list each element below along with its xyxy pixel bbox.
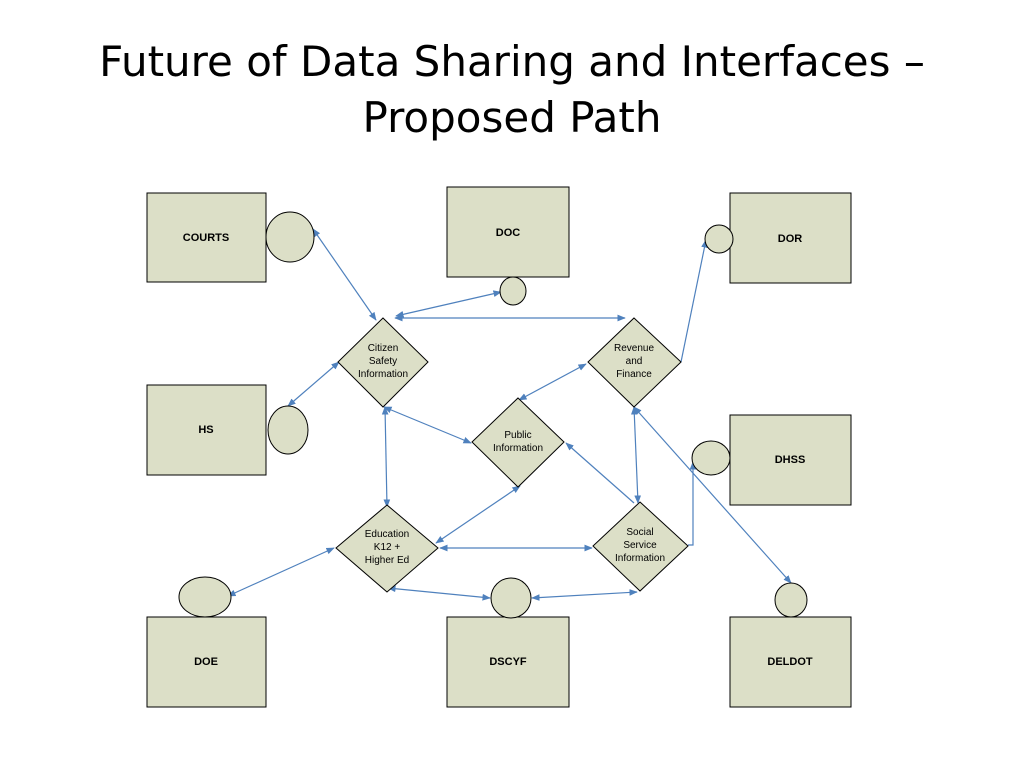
hub-education: Education K12 + Higher Ed <box>335 504 439 593</box>
agency-label-dscyf: DSCYF <box>489 656 527 668</box>
agency-dhss: DHSS <box>691 414 852 506</box>
agency-dscyf: DSCYF <box>446 577 570 708</box>
title-line-1: Future of Data Sharing and Interfaces – <box>99 37 925 86</box>
link-education-dscyf <box>387 585 491 601</box>
link-social-dscyf <box>531 589 638 601</box>
agency-label-deldot: DELDOT <box>767 656 813 668</box>
agency-doe: DOE <box>146 576 267 708</box>
connector-dscyf <box>490 577 532 619</box>
agency-doc: DOC <box>446 186 570 306</box>
connector-hs <box>267 405 309 455</box>
hub-education-line-3: Higher Ed <box>365 555 409 566</box>
link-revenue-deldot <box>633 406 792 584</box>
hub-revenue-finance: Revenue and Finance <box>587 317 682 408</box>
connection-links <box>227 228 792 601</box>
agency-deldot: DELDOT <box>729 582 852 708</box>
link-education-doe <box>227 547 335 597</box>
connector-doe <box>178 576 232 618</box>
hub-citizen-safety: Citizen Safety Information <box>337 317 429 408</box>
link-revenue-dor <box>680 239 708 363</box>
link-citizen-hs <box>287 361 340 407</box>
agency-hs: HS <box>146 384 309 476</box>
agency-label-doc: DOC <box>496 227 521 239</box>
agency-label-dhss: DHSS <box>775 454 806 466</box>
hub-social-line-2: Service <box>623 540 657 551</box>
link-citizen-education <box>381 406 391 508</box>
hub-social-service: Social Service Information <box>592 501 689 592</box>
link-courts-citizen <box>312 228 377 321</box>
hub-social-line-1: Social <box>626 527 653 538</box>
hub-revenue-line-2: and <box>626 356 643 367</box>
link-public-social <box>565 442 635 504</box>
agency-label-hs: HS <box>198 424 213 436</box>
hub-public-line-1: Public <box>504 430 531 441</box>
link-revenue-public <box>518 363 587 401</box>
hub-revenue-line-3: Finance <box>616 369 652 380</box>
hub-education-line-1: Education <box>365 529 409 540</box>
hub-citizen-line-1: Citizen <box>368 343 399 354</box>
link-citizen-doc <box>395 290 502 318</box>
link-revenue-social <box>630 406 642 504</box>
agency-label-doe: DOE <box>194 656 218 668</box>
link-social-dhss <box>688 461 697 546</box>
connector-dor <box>704 224 734 254</box>
agency-courts: COURTS <box>146 192 315 283</box>
hub-citizen-line-3: Information <box>358 369 408 380</box>
link-public-education <box>435 485 521 544</box>
link-citizen-public <box>383 406 472 444</box>
agency-dor: DOR <box>704 192 852 284</box>
hub-revenue-line-1: Revenue <box>614 343 654 354</box>
hub-public-information: Public Information <box>471 397 565 488</box>
connector-dhss <box>691 440 731 476</box>
connector-doc <box>499 276 527 306</box>
hub-social-line-3: Information <box>615 553 665 564</box>
slide-title: Future of Data Sharing and Interfaces – … <box>0 34 1024 146</box>
title-line-2: Proposed Path <box>362 93 662 142</box>
hub-public-line-2: Information <box>493 443 543 454</box>
connector-courts <box>265 211 315 263</box>
connector-deldot <box>774 582 808 618</box>
hub-education-line-2: K12 + <box>374 542 401 553</box>
agency-label-dor: DOR <box>778 233 803 245</box>
agency-label-courts: COURTS <box>183 232 229 244</box>
hub-citizen-line-2: Safety <box>369 356 397 367</box>
